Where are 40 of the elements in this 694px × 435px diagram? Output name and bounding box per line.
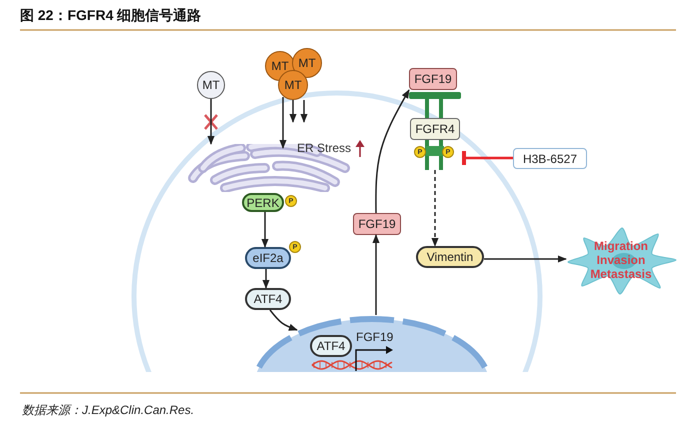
figure-title: 图 22：FGFR4 细胞信号通路 <box>20 7 202 25</box>
node-label: FGF19 <box>358 217 396 231</box>
arrow <box>279 97 287 149</box>
stress-label: ER Stress <box>297 141 352 155</box>
gene-label: FGF19 <box>356 330 394 344</box>
drug-box <box>513 148 587 169</box>
node-label: ATF4 <box>316 339 346 353</box>
arrow <box>431 170 439 247</box>
inhibition-line <box>462 151 513 165</box>
protein-box <box>353 213 401 235</box>
node-label: MT <box>202 78 220 92</box>
node-label: ATF4 <box>254 292 282 306</box>
arrow <box>289 100 297 123</box>
node-label: PERK <box>246 196 280 210</box>
protein-pill <box>245 247 291 269</box>
source-caption: 数据来源：J.Exp&Clin.Can.Res. <box>22 402 194 419</box>
node-label: eIF2a <box>252 251 284 265</box>
node-label: MT <box>271 59 289 73</box>
arrow <box>262 269 270 289</box>
protein-box <box>409 68 457 90</box>
arrow <box>300 100 308 123</box>
arrow <box>372 234 380 315</box>
node-label: Migration Invasion Metastasis <box>589 239 653 281</box>
molecule-circle <box>197 71 225 99</box>
protein-pill <box>245 288 291 310</box>
arrow <box>269 310 298 331</box>
node-label: FGF19 <box>414 72 452 86</box>
arrow <box>375 89 410 213</box>
molecule-circle <box>292 48 322 78</box>
protein-pill <box>242 193 284 212</box>
node-label: MT <box>284 78 302 92</box>
node-label: MT <box>298 56 316 70</box>
node-label: FGFR4 <box>410 118 460 140</box>
protein-pill <box>310 335 352 357</box>
arrow <box>261 212 269 248</box>
protein-pill <box>416 246 484 268</box>
node-label: Vimentin <box>426 250 474 264</box>
arrow <box>484 255 567 263</box>
node-label: H3B-6527 <box>522 152 578 166</box>
arrow <box>207 99 215 145</box>
